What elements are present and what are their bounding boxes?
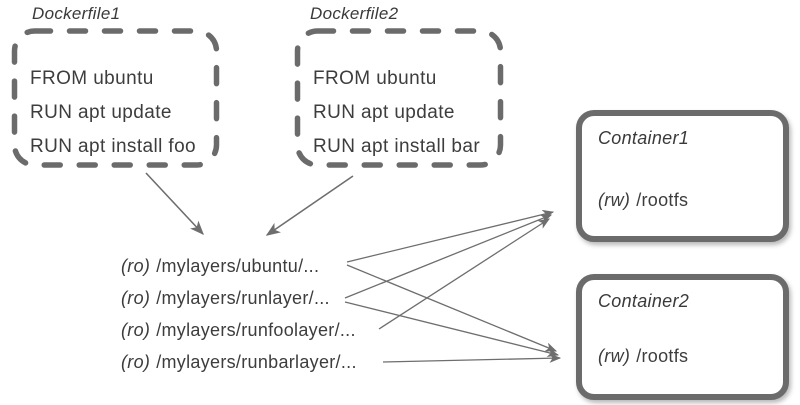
layer-mode: (ro) bbox=[121, 256, 151, 276]
arrow-dockerfile1-to-layers bbox=[145, 172, 204, 236]
layer-path: /mylayers/runlayer/... bbox=[156, 288, 330, 308]
arrow-runbarlayer-to-container2 bbox=[382, 353, 562, 363]
container2-title: Container2 bbox=[598, 291, 690, 311]
rootfs-mode: (rw) bbox=[598, 346, 631, 366]
layer-path: /mylayers/runbarlayer/... bbox=[156, 352, 357, 372]
dockerfile2-dashed-border bbox=[294, 28, 504, 168]
container1-title: Container1 bbox=[598, 128, 690, 148]
dockerfile2-instruction-3: RUN apt install bar bbox=[313, 136, 481, 157]
container2-box: Container2 (rw)/rootfs bbox=[576, 274, 789, 400]
container1-box: Container1 (rw)/rootfs bbox=[576, 110, 789, 242]
layer-item-runlayer: (ro)/mylayers/runlayer/... bbox=[121, 282, 357, 314]
layer-path: /mylayers/runfoolayer/... bbox=[156, 320, 356, 340]
dockerfile2-instruction-1: FROM ubuntu bbox=[313, 68, 437, 89]
layer-mode: (ro) bbox=[121, 352, 151, 372]
dockerfile2-body: FROM ubuntu RUN apt update RUN apt insta… bbox=[313, 62, 480, 164]
container1-rootfs: (rw)/rootfs bbox=[598, 190, 688, 211]
dockerfile1-instruction-1: FROM ubuntu bbox=[30, 68, 154, 89]
layer-mode: (ro) bbox=[121, 320, 151, 340]
arrow-runlayer-to-container1 bbox=[344, 214, 553, 299]
dockerfile1-body: FROM ubuntu RUN apt update RUN apt insta… bbox=[30, 62, 196, 164]
dockerfile1-title: Dockerfile1 bbox=[32, 4, 121, 23]
dockerfile1-instruction-2: RUN apt update bbox=[30, 102, 172, 123]
layer-mode: (ro) bbox=[121, 288, 151, 308]
arrow-runfoolayer-to-container1 bbox=[378, 218, 550, 330]
arrow-ubuntu-to-container2 bbox=[346, 264, 558, 352]
container2-rootfs: (rw)/rootfs bbox=[598, 346, 688, 367]
rootfs-path: /rootfs bbox=[636, 190, 689, 210]
dockerfile1-instruction-3: RUN apt install foo bbox=[30, 136, 197, 157]
layer-item-runfoolayer: (ro)/mylayers/runfoolayer/... bbox=[121, 314, 357, 346]
dockerfile2-title: Dockerfile2 bbox=[310, 4, 399, 23]
rootfs-mode: (rw) bbox=[598, 190, 631, 210]
layer-path: /mylayers/ubuntu/... bbox=[156, 256, 320, 276]
layer-item-ubuntu: (ro)/mylayers/ubuntu/... bbox=[121, 250, 357, 282]
arrow-runlayer-to-container2 bbox=[344, 301, 560, 357]
rootfs-path: /rootfs bbox=[636, 346, 689, 366]
arrow-dockerfile2-to-layers bbox=[265, 175, 354, 236]
dockerfile1-dashed-border bbox=[11, 28, 220, 168]
layer-item-runbarlayer: (ro)/mylayers/runbarlayer/... bbox=[121, 346, 357, 378]
layers-list: (ro)/mylayers/ubuntu/... (ro)/mylayers/r… bbox=[121, 250, 357, 378]
dockerfile2-instruction-2: RUN apt update bbox=[313, 102, 455, 123]
arrow-ubuntu-to-container1 bbox=[346, 209, 555, 263]
